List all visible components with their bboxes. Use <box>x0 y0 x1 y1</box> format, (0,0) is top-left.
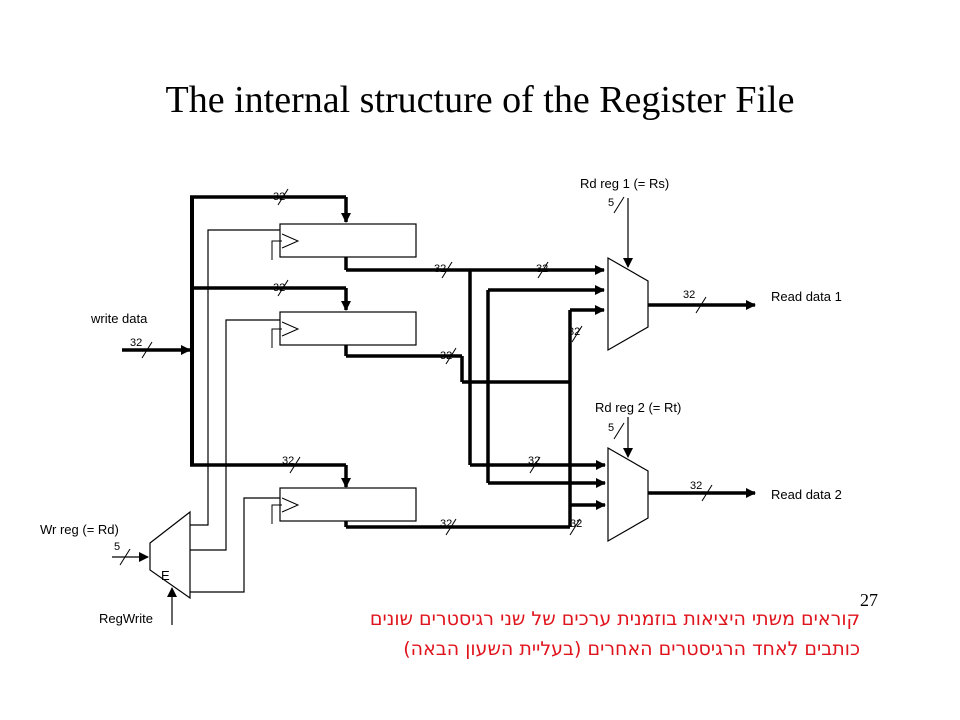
register-0 <box>271 223 417 260</box>
bus-width-label: 32 <box>440 518 452 530</box>
bus-width-label: 32 <box>130 337 142 349</box>
register-n <box>271 487 417 524</box>
bus-width-label: 32 <box>434 263 446 275</box>
bus-width-label: 32 <box>282 455 294 467</box>
note-line-1: קוראים משתי היציאות בוזמנית ערכים של שני… <box>369 608 860 630</box>
bus-width-slashes <box>119 188 713 566</box>
write-decoder: E <box>112 510 191 625</box>
bus-width-label: 32 <box>440 350 452 362</box>
rd-reg1-label: Rd reg 1 (= Rs) <box>580 176 669 191</box>
wr-reg-label: Wr reg (= Rd) <box>40 522 119 537</box>
bus-width-label: 32 <box>690 480 702 492</box>
register-1 <box>271 311 417 348</box>
bus-width-label: 32 <box>570 518 582 530</box>
bus-width-label: 32 <box>536 263 548 275</box>
decoder-enable-lines <box>190 229 280 593</box>
read-data1-label: Read data 1 <box>771 289 842 304</box>
bus-width-label: 32 <box>683 289 695 301</box>
write-data-bus <box>122 195 351 488</box>
page-number: 27 <box>860 590 878 610</box>
bus-width-label: 5 <box>608 197 614 209</box>
page-title: The internal structure of the Register F… <box>165 79 795 121</box>
bus-width-label: 32 <box>273 282 285 294</box>
regwrite-label: RegWrite <box>99 611 153 626</box>
bus-width-label: 32 <box>528 455 540 467</box>
bus-width-label: 32 <box>568 326 580 338</box>
read-mux-1 <box>607 198 756 352</box>
rd-reg2-label: Rd reg 2 (= Rt) <box>595 400 681 415</box>
bus-width-label: 5 <box>608 422 614 434</box>
bus-width-label: 32 <box>273 191 285 203</box>
read-mux-2 <box>607 417 756 543</box>
read-data2-label: Read data 2 <box>771 487 842 502</box>
register-output-buses <box>344 257 606 529</box>
bus-width-label: 5 <box>114 541 120 553</box>
write-data-label: write data <box>90 311 148 326</box>
note-line-2: כותבים לאחד הרגיסטרים האחרים (בעליית השע… <box>403 638 860 660</box>
decoder-enable-label: E <box>161 568 170 583</box>
